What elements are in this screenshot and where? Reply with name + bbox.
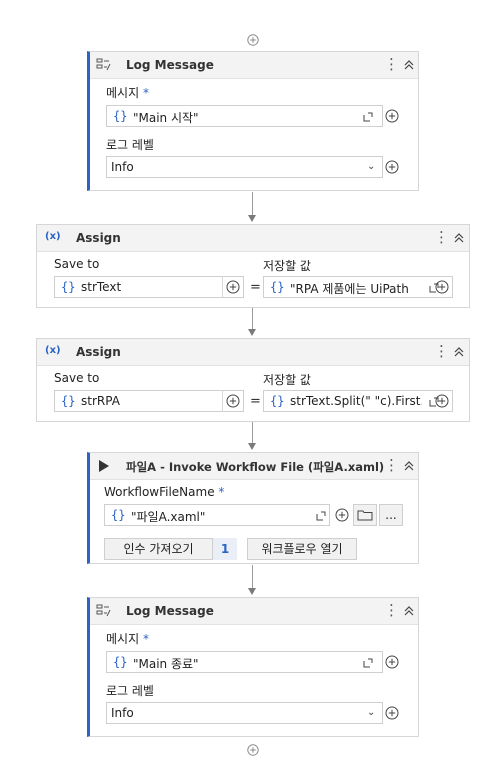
activity-title: Log Message [126,604,214,618]
assign-activity-1[interactable]: (x) Assign ⋮ Save to 저장할 값 {} strText = … [36,224,470,308]
more-options-icon[interactable]: ⋮ [384,601,399,619]
log-message-activity-1[interactable]: Log Message ⋮ 메시지 * {} "Main 시작" 로그 레벨 I… [87,51,419,191]
log-level-dropdown[interactable]: Info ⌄ [106,702,383,724]
value-label: 저장할 값 [263,373,311,387]
activity-header[interactable]: (x) Assign ⋮ [37,339,469,366]
activity-header[interactable]: Log Message ⋮ [90,52,418,79]
add-variable-icon[interactable] [385,160,399,174]
collapse-icon[interactable] [452,230,466,244]
expand-editor-icon[interactable] [316,511,326,521]
activity-header[interactable]: 파일A - Invoke Workflow File (파일A.xaml) ⋮ [90,453,418,480]
chevron-down-icon: ⌄ [367,161,376,172]
connector-arrow [248,215,256,222]
equals-sign: = [250,394,261,409]
collapse-icon[interactable] [402,458,416,472]
workflow-file-input[interactable]: {} "파일A.xaml" [104,504,330,526]
log-message-icon [96,604,111,617]
collapse-icon[interactable] [402,57,416,71]
equals-sign: = [250,280,261,295]
log-message-icon [96,58,111,71]
expression-icon: {} [270,394,285,408]
workflow-file-label: WorkflowFileName * [104,485,225,499]
add-variable-icon[interactable] [226,394,240,408]
save-to-input[interactable]: {} strText [54,276,244,298]
play-icon [99,460,109,472]
expand-editor-icon[interactable] [363,658,373,668]
activity-title: Assign [76,345,121,359]
add-activity-top-icon[interactable] [247,34,259,46]
connector-arrow [248,329,256,336]
collapse-icon[interactable] [402,603,416,617]
expression-icon: {} [113,109,128,123]
arguments-count-badge: 1 [213,538,237,560]
more-options-icon[interactable]: ⋮ [384,55,399,73]
log-level-dropdown[interactable]: Info ⌄ [106,156,383,178]
expression-icon: {} [113,655,128,669]
expand-editor-icon[interactable] [363,112,373,122]
more-options-icon[interactable]: ⋮ [434,342,449,360]
save-to-label: Save to [54,371,100,385]
sequence-connector [252,422,253,444]
activity-header[interactable]: Log Message ⋮ [90,598,418,625]
connector-arrow [248,443,256,450]
expression-icon: {} [61,280,76,294]
add-variable-icon[interactable] [435,394,449,408]
save-to-label: Save to [54,257,100,271]
add-activity-bottom-icon[interactable] [247,744,259,756]
value-input[interactable]: {} strText.Split(" "c).First. [263,390,453,412]
folder-icon [357,510,373,521]
connector-arrow [248,588,256,595]
sequence-connector [252,192,253,216]
log-message-activity-2[interactable]: Log Message ⋮ 메시지 * {} "Main 종료" 로그 레벨 I… [87,597,419,737]
add-variable-icon[interactable] [226,280,240,294]
chevron-down-icon: ⌄ [367,707,376,718]
assign-icon: (x) [45,345,61,356]
open-workflow-button[interactable]: 워크플로우 열기 [247,538,357,560]
expand-editor-icon[interactable] [429,397,439,407]
add-variable-icon[interactable] [385,706,399,720]
add-variable-icon[interactable] [435,280,449,294]
assign-activity-2[interactable]: (x) Assign ⋮ Save to 저장할 값 {} strRPA = {… [36,338,470,422]
save-to-input[interactable]: {} strRPA [54,390,244,412]
add-variable-icon[interactable] [385,109,399,123]
import-arguments-button[interactable]: 인수 가져오기 [104,538,213,560]
browse-folder-button[interactable] [353,504,377,526]
sequence-connector [252,308,253,330]
expand-editor-icon[interactable] [429,283,439,293]
assign-icon: (x) [45,231,61,242]
log-level-label: 로그 레벨 [106,138,154,152]
more-button[interactable]: ... [379,504,403,526]
message-label: 메시지 * [106,632,149,646]
expression-icon: {} [61,394,76,408]
collapse-icon[interactable] [452,344,466,358]
activity-title: Log Message [126,58,214,72]
activity-title: Assign [76,231,121,245]
more-options-icon[interactable]: ⋮ [434,228,449,246]
message-input[interactable]: {} "Main 종료" [106,651,383,673]
message-input[interactable]: {} "Main 시작" [106,105,383,127]
log-level-label: 로그 레벨 [106,684,154,698]
add-variable-icon[interactable] [385,655,399,669]
activity-header[interactable]: (x) Assign ⋮ [37,225,469,252]
value-label: 저장할 값 [263,259,311,273]
sequence-connector [252,565,253,589]
message-label: 메시지 * [106,86,149,100]
expression-icon: {} [270,280,285,294]
expression-icon: {} [111,508,126,522]
more-options-icon[interactable]: ⋮ [384,456,399,474]
value-input[interactable]: {} "RPA 제품에는 UiPath [263,276,453,298]
add-variable-icon[interactable] [335,508,349,522]
invoke-workflow-activity[interactable]: 파일A - Invoke Workflow File (파일A.xaml) ⋮ … [87,452,419,564]
activity-title: 파일A - Invoke Workflow File (파일A.xaml) [126,460,385,474]
